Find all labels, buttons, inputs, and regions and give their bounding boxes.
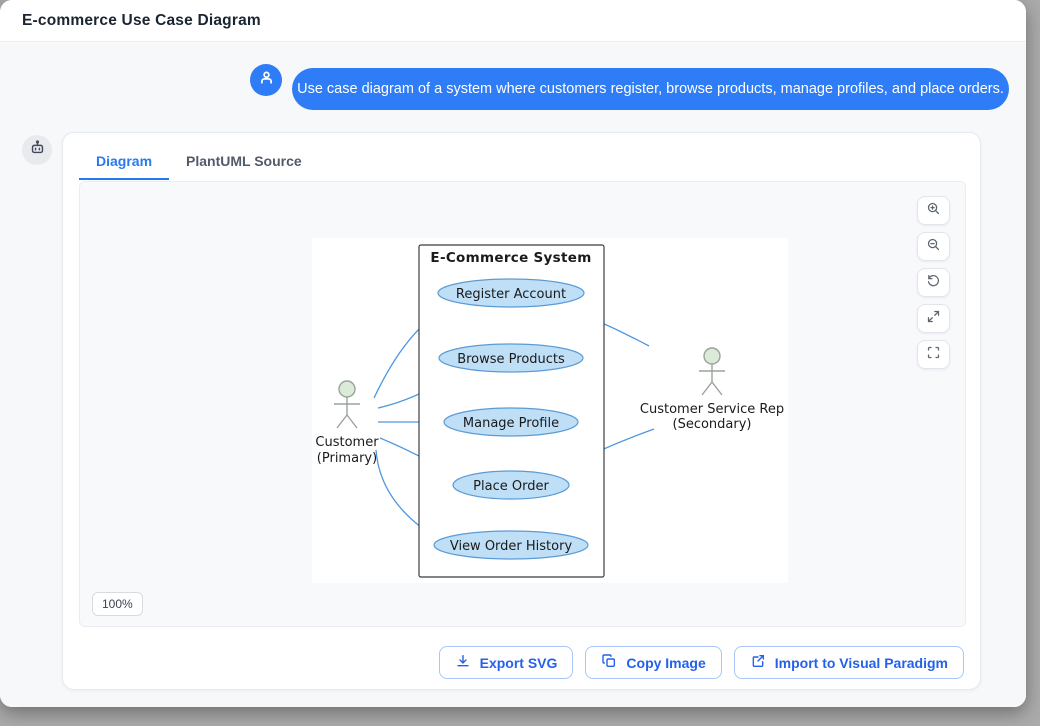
copy-icon xyxy=(601,653,617,672)
person-icon xyxy=(258,69,275,91)
user-message-bubble: Use case diagram of a system where custo… xyxy=(292,68,1009,110)
fit-screen-button[interactable] xyxy=(917,340,950,369)
title-bar: E-commerce Use Case Diagram xyxy=(0,0,1026,42)
import-to-visual-paradigm-button[interactable]: Import to Visual Paradigm xyxy=(733,646,964,679)
user-message-text: Use case diagram of a system where custo… xyxy=(297,81,1004,97)
import-vp-label: Import to Visual Paradigm xyxy=(774,654,948,671)
tab-diagram[interactable]: Diagram xyxy=(79,143,170,180)
tab-plantuml-source[interactable]: PlantUML Source xyxy=(186,153,302,169)
expand-arrows-icon xyxy=(926,309,941,329)
bot-avatar xyxy=(22,135,52,165)
zoom-level-badge: 100% xyxy=(92,592,143,616)
export-svg-label: Export SVG xyxy=(479,654,558,671)
corner-brackets-icon xyxy=(926,345,941,365)
action-bar: Export SVG Copy Image xyxy=(438,646,964,679)
external-link-icon xyxy=(750,653,766,672)
zoom-out-button[interactable] xyxy=(917,232,950,261)
usecase-label: Place Order xyxy=(473,479,549,494)
usecase-browse-products[interactable] xyxy=(438,343,584,373)
actor-customer-name: Customer xyxy=(315,435,379,450)
zoom-in-button[interactable] xyxy=(917,196,950,225)
actor-customer-service-rep[interactable] xyxy=(699,347,725,396)
system-title: E-Commerce System xyxy=(430,250,591,266)
diagram-canvas: E-Commerce System Register Account Brows… xyxy=(312,238,788,583)
reset-view-button[interactable] xyxy=(917,268,950,297)
content-area: Use case diagram of a system where custo… xyxy=(0,43,1026,707)
actor-rep-role: (Secondary) xyxy=(673,417,752,432)
usecase-label: Register Account xyxy=(456,287,566,302)
use-case-nodes: Register Account Browse Products Manage … xyxy=(433,278,589,560)
download-icon xyxy=(455,653,471,672)
page-title: E-commerce Use Case Diagram xyxy=(22,11,261,29)
usecase-label: Browse Products xyxy=(457,352,565,367)
actor-rep-name: Customer Service Rep xyxy=(640,402,784,417)
diagram-viewport[interactable]: E-Commerce System Register Account Brows… xyxy=(79,181,966,627)
usecase-view-order-history[interactable] xyxy=(433,530,589,560)
rotate-ccw-icon xyxy=(926,273,941,293)
robot-icon xyxy=(29,139,46,161)
copy-image-button[interactable]: Copy Image xyxy=(585,646,722,679)
magnifier-plus-icon xyxy=(926,201,941,221)
use-case-diagram: E-Commerce System Register Account Brows… xyxy=(315,244,784,578)
app-window: E-commerce Use Case Diagram Use case dia… xyxy=(0,0,1026,707)
usecase-register-account[interactable] xyxy=(437,278,585,308)
magnifier-minus-icon xyxy=(926,237,941,257)
expand-button[interactable] xyxy=(917,304,950,333)
tab-bar: Diagram PlantUML Source xyxy=(79,143,319,180)
copy-image-label: Copy Image xyxy=(626,654,706,671)
viewer-controls xyxy=(917,196,950,369)
diagram-card: Diagram PlantUML Source xyxy=(62,132,981,690)
actor-head xyxy=(703,347,721,365)
usecase-manage-profile[interactable] xyxy=(443,407,579,437)
usecase-label: View Order History xyxy=(450,539,573,554)
actor-head xyxy=(338,380,356,398)
usecase-place-order[interactable] xyxy=(452,470,570,500)
actor-customer-role: (Primary) xyxy=(317,451,377,466)
user-avatar xyxy=(250,64,282,96)
export-svg-button[interactable]: Export SVG xyxy=(438,646,574,679)
actor-customer[interactable] xyxy=(334,380,360,429)
usecase-label: Manage Profile xyxy=(463,416,559,431)
